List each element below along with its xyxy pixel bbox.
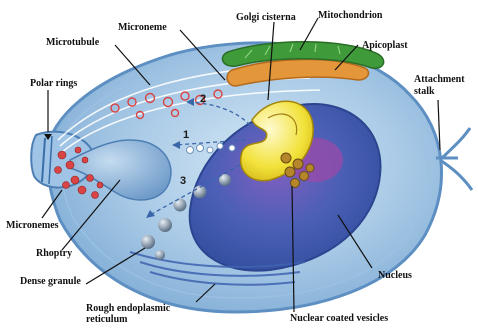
label-golgi-cisterna: Golgi cisterna xyxy=(236,12,296,23)
label-attachment-stalk-2: stalk xyxy=(414,86,435,97)
label-micronemes: Micronemes xyxy=(6,220,59,231)
label-polar-rings: Polar rings xyxy=(30,78,77,89)
label-dense-granule: Dense granule xyxy=(20,276,81,287)
label-apicoplast: Apicoplast xyxy=(362,40,408,51)
label-nucleus: Nucleus xyxy=(378,270,412,281)
label-attachment-stalk-1: Attachment xyxy=(414,74,465,85)
label-rough-er-2: reticulum xyxy=(86,314,127,325)
pathway-number-3: 3 xyxy=(180,176,186,187)
pathway-number-2: 2 xyxy=(200,94,206,105)
label-mitochondrion: Mitochondrion xyxy=(318,10,382,21)
label-nuclear-coated-vesicles: Nuclear coated vesicles xyxy=(290,313,388,324)
label-rough-er-1: Rough endoplasmic xyxy=(86,303,170,314)
label-rhoptry: Rhoptry xyxy=(36,248,72,259)
label-microneme: Microneme xyxy=(118,22,167,33)
label-microtubule: Microtubule xyxy=(46,37,99,48)
pathway-number-1: 1 xyxy=(183,130,189,141)
